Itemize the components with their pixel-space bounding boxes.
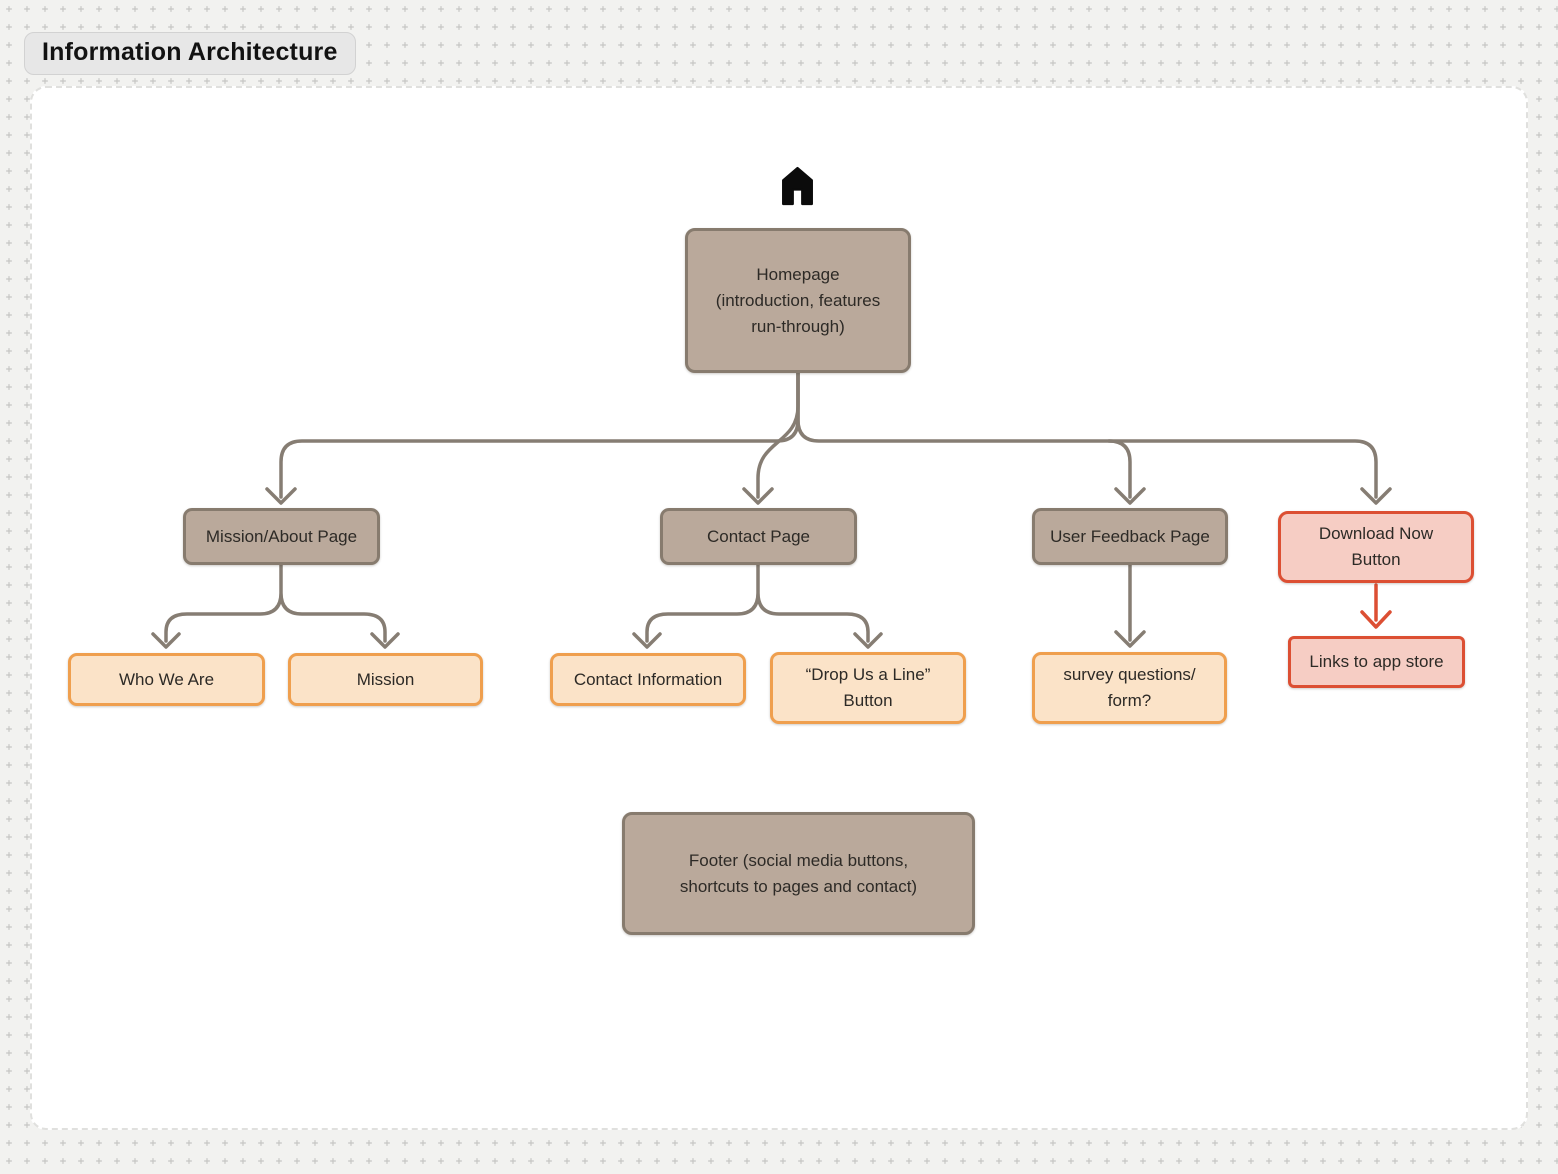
node-who-we-are[interactable]: Who We Are	[68, 653, 265, 706]
node-mission-about-page[interactable]: Mission/About Page	[183, 508, 380, 565]
node-links-to-app-store[interactable]: Links to app store	[1288, 636, 1465, 688]
node-mission[interactable]: Mission	[288, 653, 483, 706]
node-survey-questions[interactable]: survey questions/ form?	[1032, 652, 1227, 724]
node-homepage[interactable]: Homepage (introduction, features run-thr…	[685, 228, 911, 373]
page-title[interactable]: Information Architecture	[24, 32, 356, 75]
node-contact-information[interactable]: Contact Information	[550, 653, 746, 706]
node-user-feedback-page[interactable]: User Feedback Page	[1032, 508, 1228, 565]
node-footer[interactable]: Footer (social media buttons, shortcuts …	[622, 812, 975, 935]
node-contact-page[interactable]: Contact Page	[660, 508, 857, 565]
node-drop-us-a-line-button[interactable]: “Drop Us a Line” Button	[770, 652, 966, 724]
home-icon[interactable]	[781, 166, 814, 206]
node-download-now-button[interactable]: Download Now Button	[1278, 511, 1474, 583]
